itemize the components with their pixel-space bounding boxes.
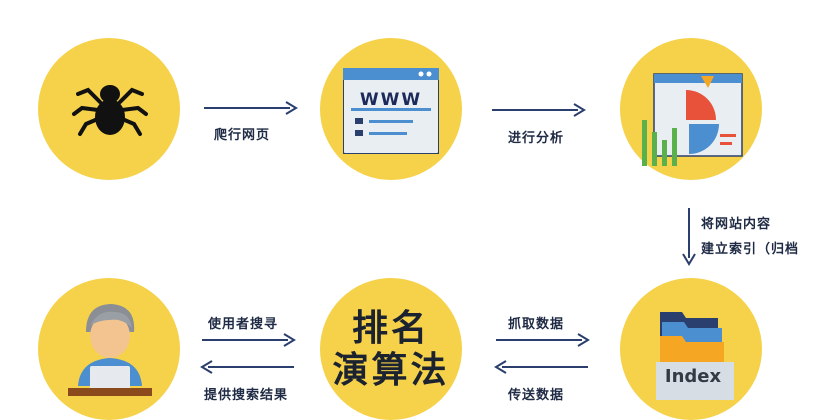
arrow-index-down bbox=[682, 208, 696, 266]
label-index-line2: 建立索引（归档 bbox=[701, 242, 800, 257]
browser-window-icon bbox=[343, 68, 439, 154]
analytics-chart-icon bbox=[642, 73, 743, 166]
label-crawl: 爬行网页 bbox=[214, 128, 271, 143]
label-fetch: 抓取数据 bbox=[508, 317, 565, 332]
arrow-results bbox=[200, 360, 294, 374]
ranking-node bbox=[320, 278, 462, 420]
label-results: 提供搜索结果 bbox=[204, 388, 289, 403]
arrow-user-search bbox=[202, 333, 296, 347]
label-send: 传送数据 bbox=[508, 388, 565, 403]
arrow-send bbox=[494, 360, 588, 374]
label-index-line1: 将网站内容 bbox=[701, 217, 772, 232]
arrow-analyze bbox=[492, 103, 586, 117]
ranking-algorithm-line2: 演算法 bbox=[332, 350, 450, 391]
label-user-search: 使用者搜寻 bbox=[208, 317, 279, 332]
index-folder-icon bbox=[656, 312, 734, 400]
user-laptop-icon bbox=[68, 304, 152, 396]
index-label: Index bbox=[664, 366, 722, 387]
label-analyze: 进行分析 bbox=[508, 131, 565, 146]
www-text: WWW bbox=[359, 90, 423, 110]
ranking-algorithm-line1: 排名 bbox=[351, 308, 430, 349]
arrow-crawl bbox=[204, 101, 298, 115]
spider-icon bbox=[72, 85, 148, 136]
arrow-fetch bbox=[496, 333, 590, 347]
